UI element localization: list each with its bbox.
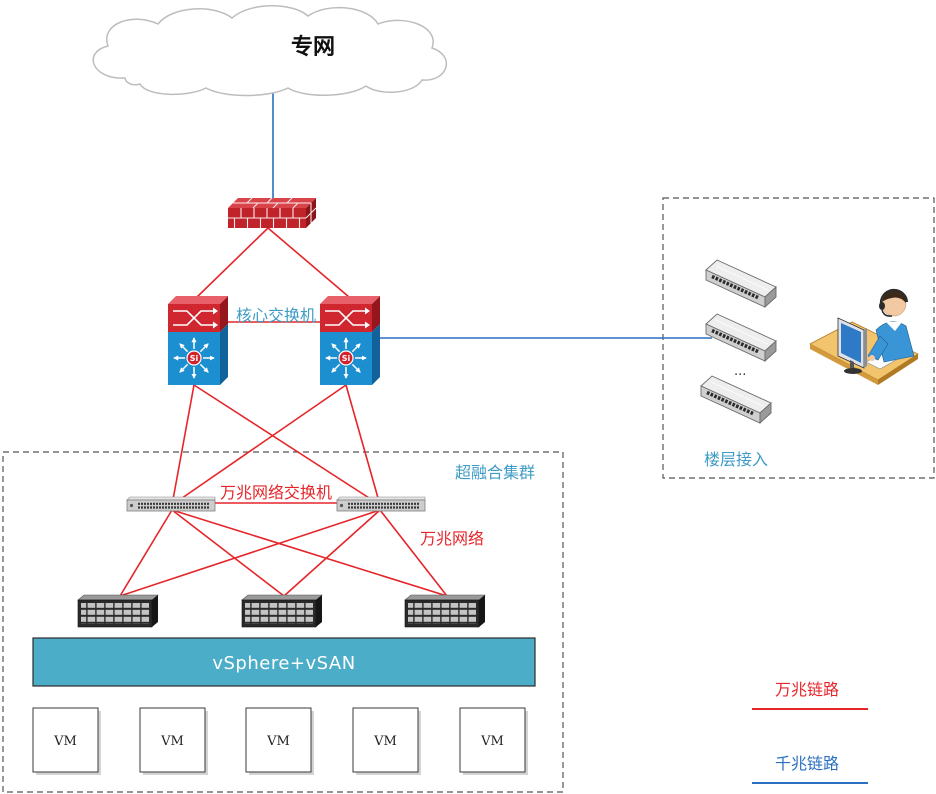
legend: 万兆链路 千兆链路 <box>752 680 868 784</box>
monitor-side <box>864 328 867 368</box>
vm-box-frame <box>352 707 419 773</box>
monitor-screen <box>841 323 861 363</box>
vm-box-frame <box>32 707 99 773</box>
links <box>119 90 712 597</box>
desk-edge-left <box>810 344 878 385</box>
monitor-stand <box>850 360 854 370</box>
ten-gigabit-link-switch-right-server-2 <box>283 509 381 597</box>
core-switch-label: 核心交换机 <box>236 306 316 325</box>
private-network-cloud: 专网 <box>92 5 448 97</box>
ten-gigabit-network-label: 万兆网络 <box>420 529 484 548</box>
core-switch-left <box>168 296 228 385</box>
virtualization-platform-bar: vSphere+vSAN <box>32 637 536 687</box>
floor-access-label: 楼层接入 <box>704 450 768 469</box>
cluster-server-2 <box>241 594 323 628</box>
vm-label: VM <box>53 734 77 749</box>
cluster-server-3 <box>404 594 486 628</box>
desk-edge-right <box>878 354 918 385</box>
operator-workstation-icon <box>809 288 919 385</box>
headset-band <box>879 288 909 305</box>
ten-gigabit-switch-label: 万兆网络交换机 <box>220 483 332 502</box>
floor-access-switch-1 <box>704 258 778 309</box>
vm-label: VM <box>373 734 397 749</box>
cluster-server-1 <box>77 594 159 628</box>
vm-list: VM VM VM VM VM <box>32 707 528 775</box>
firewall-brick-lines <box>228 197 317 228</box>
hyperconverged-cluster-area <box>2 451 564 793</box>
ten-gigabit-link-firewall-core-right <box>267 227 350 298</box>
vm-label: VM <box>480 734 504 749</box>
vm-box-frame <box>139 707 206 773</box>
monitor-base <box>844 368 862 374</box>
vm-box-3: VM <box>245 707 314 775</box>
ten-gigabit-link-switch-left-server-3 <box>171 509 448 597</box>
vm-box-frame <box>459 707 526 773</box>
cluster-label: 超融合集群 <box>455 463 535 482</box>
ten-gigabit-link-core-right-switch-left <box>171 384 347 506</box>
legend-label: 千兆链路 <box>775 754 839 773</box>
ten-gigabit-link-core-left-switch-right <box>193 384 381 506</box>
platform-bar-background <box>32 637 536 687</box>
legend-label: 万兆链路 <box>775 680 839 699</box>
vm-box-2: VM <box>139 707 208 775</box>
operator-arm <box>867 335 889 361</box>
ten-gigabit-link-core-left-switch-left <box>171 384 195 506</box>
operator-hand <box>869 355 875 361</box>
ten-gigabit-link-switch-right-server-1 <box>119 509 381 597</box>
vm-box-5: VM <box>459 707 528 775</box>
headset-earpiece <box>879 302 885 310</box>
ten-gigabit-link-switch-left-server-1 <box>119 509 173 597</box>
floor-access-switch-2 <box>704 312 778 363</box>
vm-box-4: VM <box>352 707 421 775</box>
floor-access-switch-3 <box>699 374 773 425</box>
ten-gigabit-link-firewall-core-left <box>196 227 269 298</box>
headset-mic <box>881 309 893 317</box>
vm-label: VM <box>266 734 290 749</box>
ten-gigabit-switch-right <box>335 495 427 513</box>
firewall-icon <box>228 197 317 228</box>
legend-item-ten-gigabit: 万兆链路 <box>752 680 868 710</box>
private-network-label: 专网 <box>291 34 335 60</box>
ten-gigabit-switch-left <box>125 495 217 513</box>
vm-box-frame <box>245 707 312 773</box>
cloud-icon <box>92 5 448 97</box>
legend-item-gigabit: 千兆链路 <box>752 754 868 784</box>
ten-gigabit-link-switch-left-server-2 <box>171 509 285 597</box>
platform-label: vSphere+vSAN <box>212 653 355 674</box>
ten-gigabit-link-core-right-switch-right <box>345 384 381 506</box>
operator-hair <box>882 290 907 303</box>
floor-access-ellipsis: ... <box>734 364 746 379</box>
vm-box-1: VM <box>32 707 101 775</box>
operator-collar <box>886 322 902 331</box>
ten-gigabit-link-switch-right-server-3 <box>379 509 448 597</box>
vm-label: VM <box>160 734 184 749</box>
core-switch-right <box>320 296 380 385</box>
